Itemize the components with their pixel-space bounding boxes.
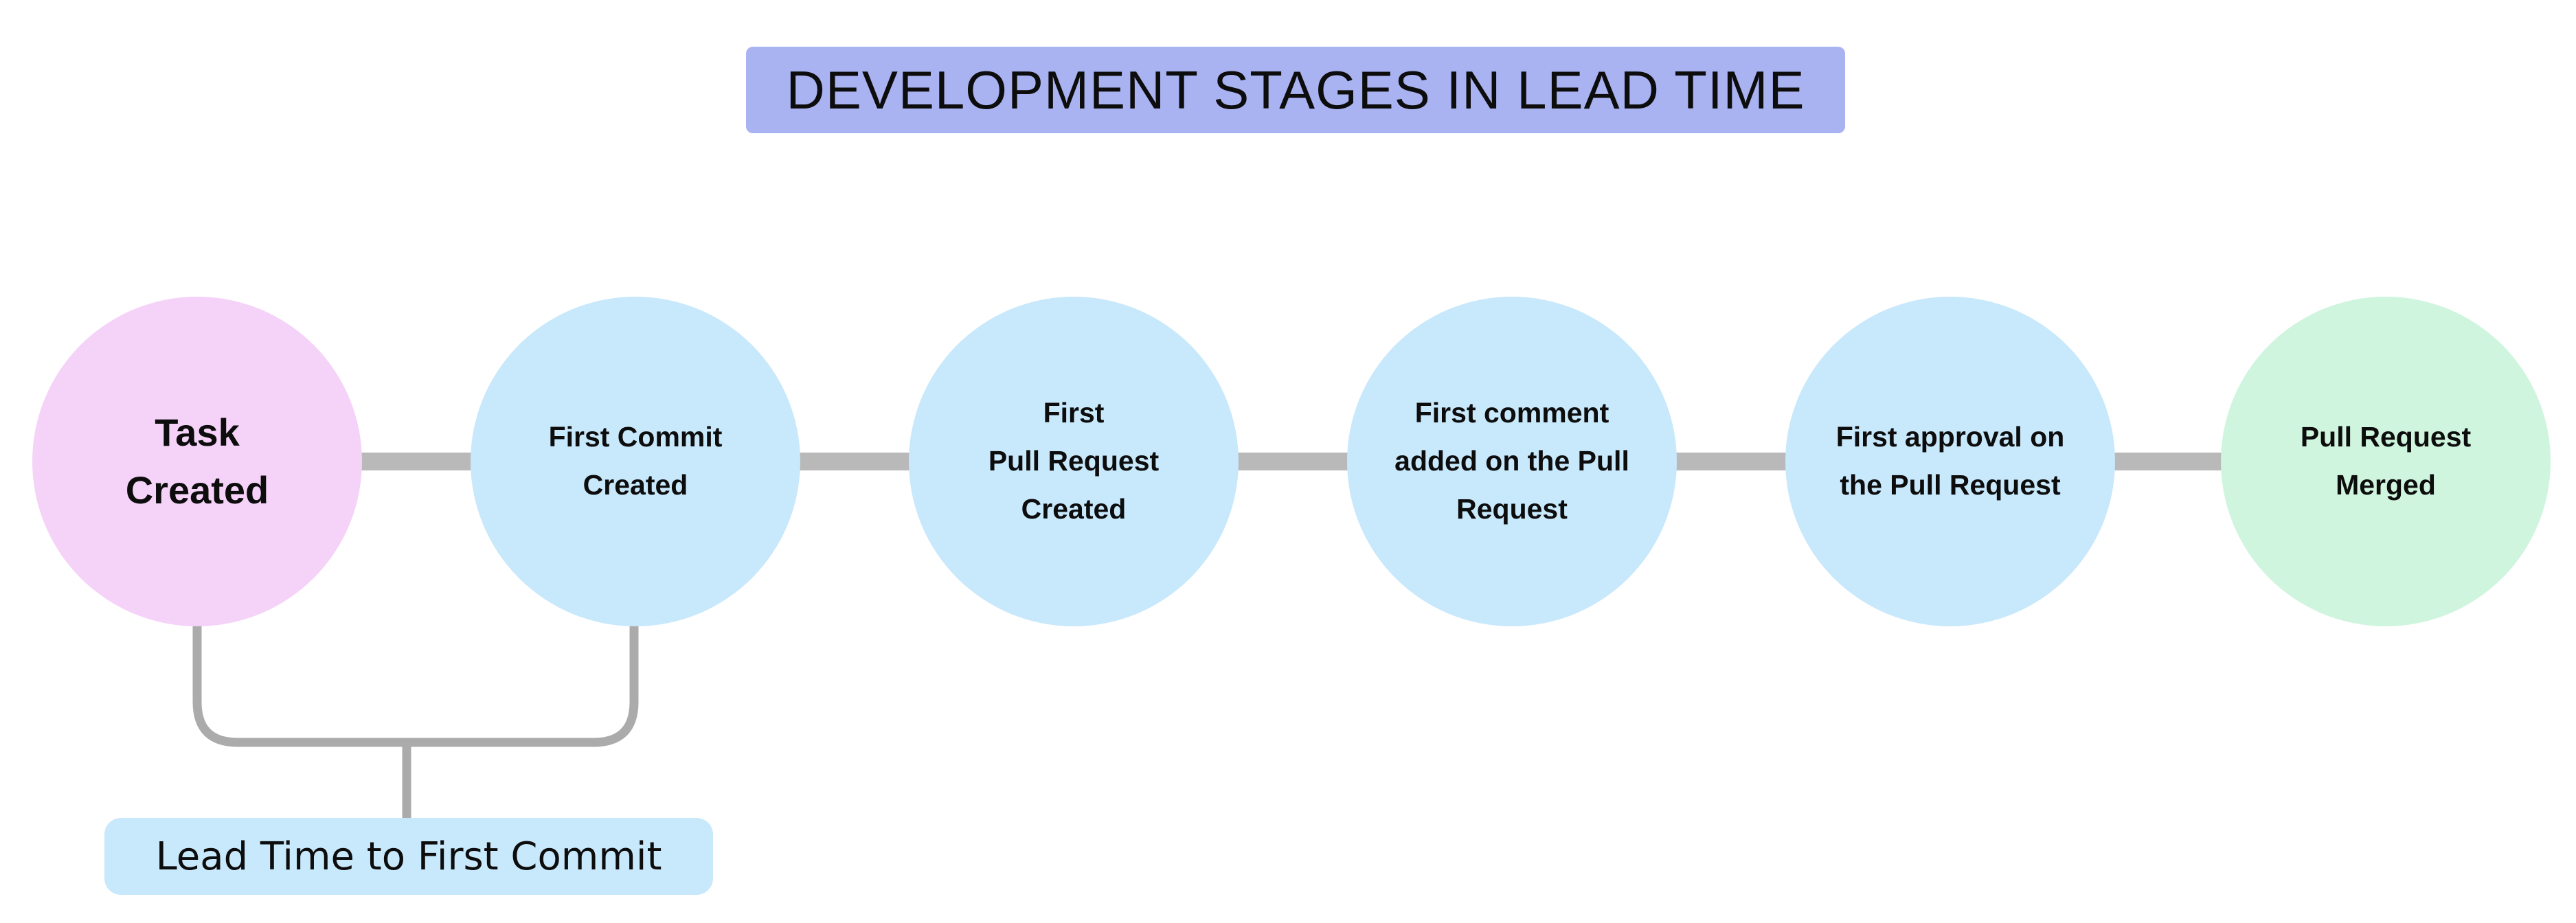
lead-time-annotation: Lead Time to First Commit <box>104 818 713 895</box>
stage-label-line: the Pull Request <box>1840 469 2061 501</box>
stage-label-line: Merged <box>2336 469 2436 501</box>
stage-label-line: added on the Pull <box>1394 445 1629 477</box>
lead-time-bracket <box>192 625 639 747</box>
stage-label-line: Pull Request <box>2300 421 2472 453</box>
stage-label-line: Task <box>155 411 240 454</box>
stage-label-line: Created <box>1021 492 1127 525</box>
stage-label-line: First comment <box>1414 397 1609 429</box>
stage-node-task-created: Task Created <box>32 297 362 626</box>
stage-label-line: First <box>1043 397 1105 429</box>
stage-node-first-pull-request-created: First Pull Request Created <box>909 297 1239 626</box>
diagram-title: DEVELOPMENT STAGES IN LEAD TIME <box>746 47 1845 133</box>
stage-node-first-approval: First approval on the Pull Request <box>1785 297 2115 626</box>
stage-label-line: Pull Request <box>988 445 1160 477</box>
stage-label-line: First Commit <box>548 421 723 453</box>
stage-node-first-comment-added: First comment added on the Pull Request <box>1347 297 1677 626</box>
stage-label-line: Request <box>1456 492 1568 525</box>
stage-label-line: Created <box>583 469 688 501</box>
stage-label-line: Created <box>125 468 269 512</box>
stage-label-line: First approval on <box>1835 421 2065 453</box>
stage-node-pull-request-merged: Pull Request Merged <box>2221 297 2551 626</box>
stage-node-first-commit-created: First Commit Created <box>471 297 800 626</box>
